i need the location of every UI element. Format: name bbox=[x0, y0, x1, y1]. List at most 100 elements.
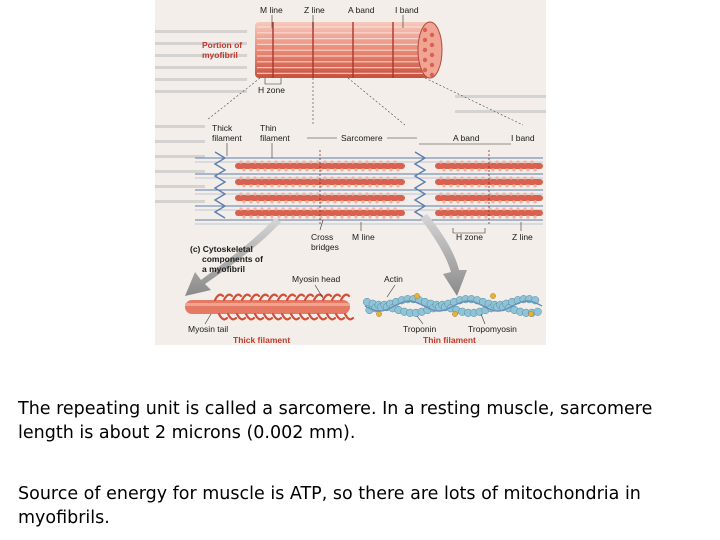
cross-bridge bbox=[389, 200, 393, 204]
cross-bridge bbox=[256, 215, 260, 219]
cross-bridge bbox=[361, 184, 365, 188]
myosin-head bbox=[276, 293, 288, 302]
label-thick-line1: Thick bbox=[212, 123, 233, 133]
label-m-line-top: M line bbox=[260, 5, 283, 15]
cross-bridge bbox=[502, 207, 506, 211]
cross-bridge bbox=[463, 168, 467, 172]
z-disc bbox=[213, 151, 227, 219]
cross-bridge bbox=[442, 184, 446, 188]
cross-bridge bbox=[495, 207, 499, 211]
cross-bridge bbox=[302, 192, 306, 196]
cross-bridge bbox=[323, 192, 327, 196]
cross-bridge bbox=[368, 184, 372, 188]
cross-bridge bbox=[302, 207, 306, 211]
cross-bridge bbox=[372, 160, 376, 164]
cross-bridge bbox=[372, 207, 376, 211]
cross-bridge bbox=[474, 192, 478, 196]
cross-bridge bbox=[509, 207, 513, 211]
cross-bridge bbox=[484, 200, 488, 204]
cross-bridge bbox=[477, 200, 481, 204]
cross-bridge bbox=[270, 184, 274, 188]
cylinder-end-dot bbox=[429, 62, 435, 68]
cross-bridge bbox=[333, 215, 337, 219]
cross-bridge bbox=[305, 215, 309, 219]
myosin-head bbox=[258, 293, 270, 302]
cross-bridge bbox=[340, 200, 344, 204]
cross-bridge bbox=[246, 160, 250, 164]
cross-bridge bbox=[337, 160, 341, 164]
label-thin-filament: Thin filament bbox=[423, 335, 476, 345]
label-actin: Actin bbox=[384, 274, 403, 284]
cross-bridge bbox=[267, 176, 271, 180]
cylinder-end-dot bbox=[422, 47, 428, 53]
cross-bridge bbox=[239, 176, 243, 180]
label-myosin-tail: Myosin tail bbox=[188, 324, 228, 334]
cross-bridge bbox=[351, 192, 355, 196]
cross-bridge bbox=[509, 160, 513, 164]
cross-bridge bbox=[347, 215, 351, 219]
cross-bridge bbox=[319, 215, 323, 219]
myosin-head bbox=[316, 312, 328, 321]
cross-bridge bbox=[456, 184, 460, 188]
cross-bridge bbox=[291, 184, 295, 188]
cross-bridge bbox=[239, 160, 243, 164]
cross-bridge bbox=[330, 192, 334, 196]
sarcomere-diagram: M line Z line A band I band Portion of m… bbox=[155, 0, 546, 345]
cylinder-end-dot bbox=[422, 27, 428, 33]
cross-bridge bbox=[470, 168, 474, 172]
myosin-head bbox=[267, 293, 279, 302]
cross-bridge bbox=[347, 184, 351, 188]
cross-bridge bbox=[530, 176, 534, 180]
top-labels: M line Z line A band I band Portion of m… bbox=[202, 5, 524, 126]
cross-bridge bbox=[270, 200, 274, 204]
z-disc bbox=[413, 151, 427, 219]
cross-bridge bbox=[439, 192, 443, 196]
cross-bridge bbox=[498, 184, 502, 188]
cross-bridge bbox=[533, 184, 537, 188]
cross-bridge bbox=[365, 192, 369, 196]
zoom-arrows bbox=[185, 214, 467, 296]
cross-bridge bbox=[263, 184, 267, 188]
cross-bridge bbox=[505, 200, 509, 204]
cross-bridge bbox=[498, 200, 502, 204]
cross-bridge bbox=[396, 184, 400, 188]
cross-bridge bbox=[519, 200, 523, 204]
label-tropomyosin: Tropomyosin bbox=[468, 324, 517, 334]
myosin-head bbox=[334, 312, 346, 321]
cross-bridge bbox=[326, 184, 330, 188]
cross-bridge bbox=[330, 176, 334, 180]
cross-bridge bbox=[263, 168, 267, 172]
cross-bridge bbox=[516, 160, 520, 164]
myosin-head bbox=[231, 293, 243, 302]
cross-bridge bbox=[386, 192, 390, 196]
cross-bridge bbox=[389, 168, 393, 172]
cross-bridge bbox=[246, 176, 250, 180]
troponin-complex bbox=[490, 293, 496, 299]
cross-bridge bbox=[533, 200, 537, 204]
cross-bridge bbox=[449, 168, 453, 172]
cross-bridge bbox=[354, 168, 358, 172]
cross-bridge bbox=[358, 207, 362, 211]
label-thick-filament: Thick filament bbox=[233, 335, 290, 345]
cross-bridge bbox=[488, 207, 492, 211]
cross-bridge bbox=[463, 215, 467, 219]
cross-bridge bbox=[302, 176, 306, 180]
cross-bridge bbox=[530, 192, 534, 196]
cross-bridge bbox=[270, 215, 274, 219]
cross-bridge bbox=[281, 192, 285, 196]
cross-bridge bbox=[481, 176, 485, 180]
cross-bridge bbox=[263, 200, 267, 204]
cross-bridge bbox=[246, 207, 250, 211]
troponin-complex bbox=[376, 311, 382, 317]
cross-bridge bbox=[323, 207, 327, 211]
cross-bridge bbox=[526, 184, 530, 188]
cross-bridge bbox=[474, 207, 478, 211]
cylinder-end-dot bbox=[429, 32, 435, 38]
myosin-head bbox=[217, 312, 229, 321]
cross-bridge bbox=[337, 207, 341, 211]
cross-bridge bbox=[446, 207, 450, 211]
cross-bridge bbox=[523, 176, 527, 180]
cross-bridge bbox=[467, 207, 471, 211]
cross-bridge bbox=[396, 215, 400, 219]
cross-bridge bbox=[460, 176, 464, 180]
